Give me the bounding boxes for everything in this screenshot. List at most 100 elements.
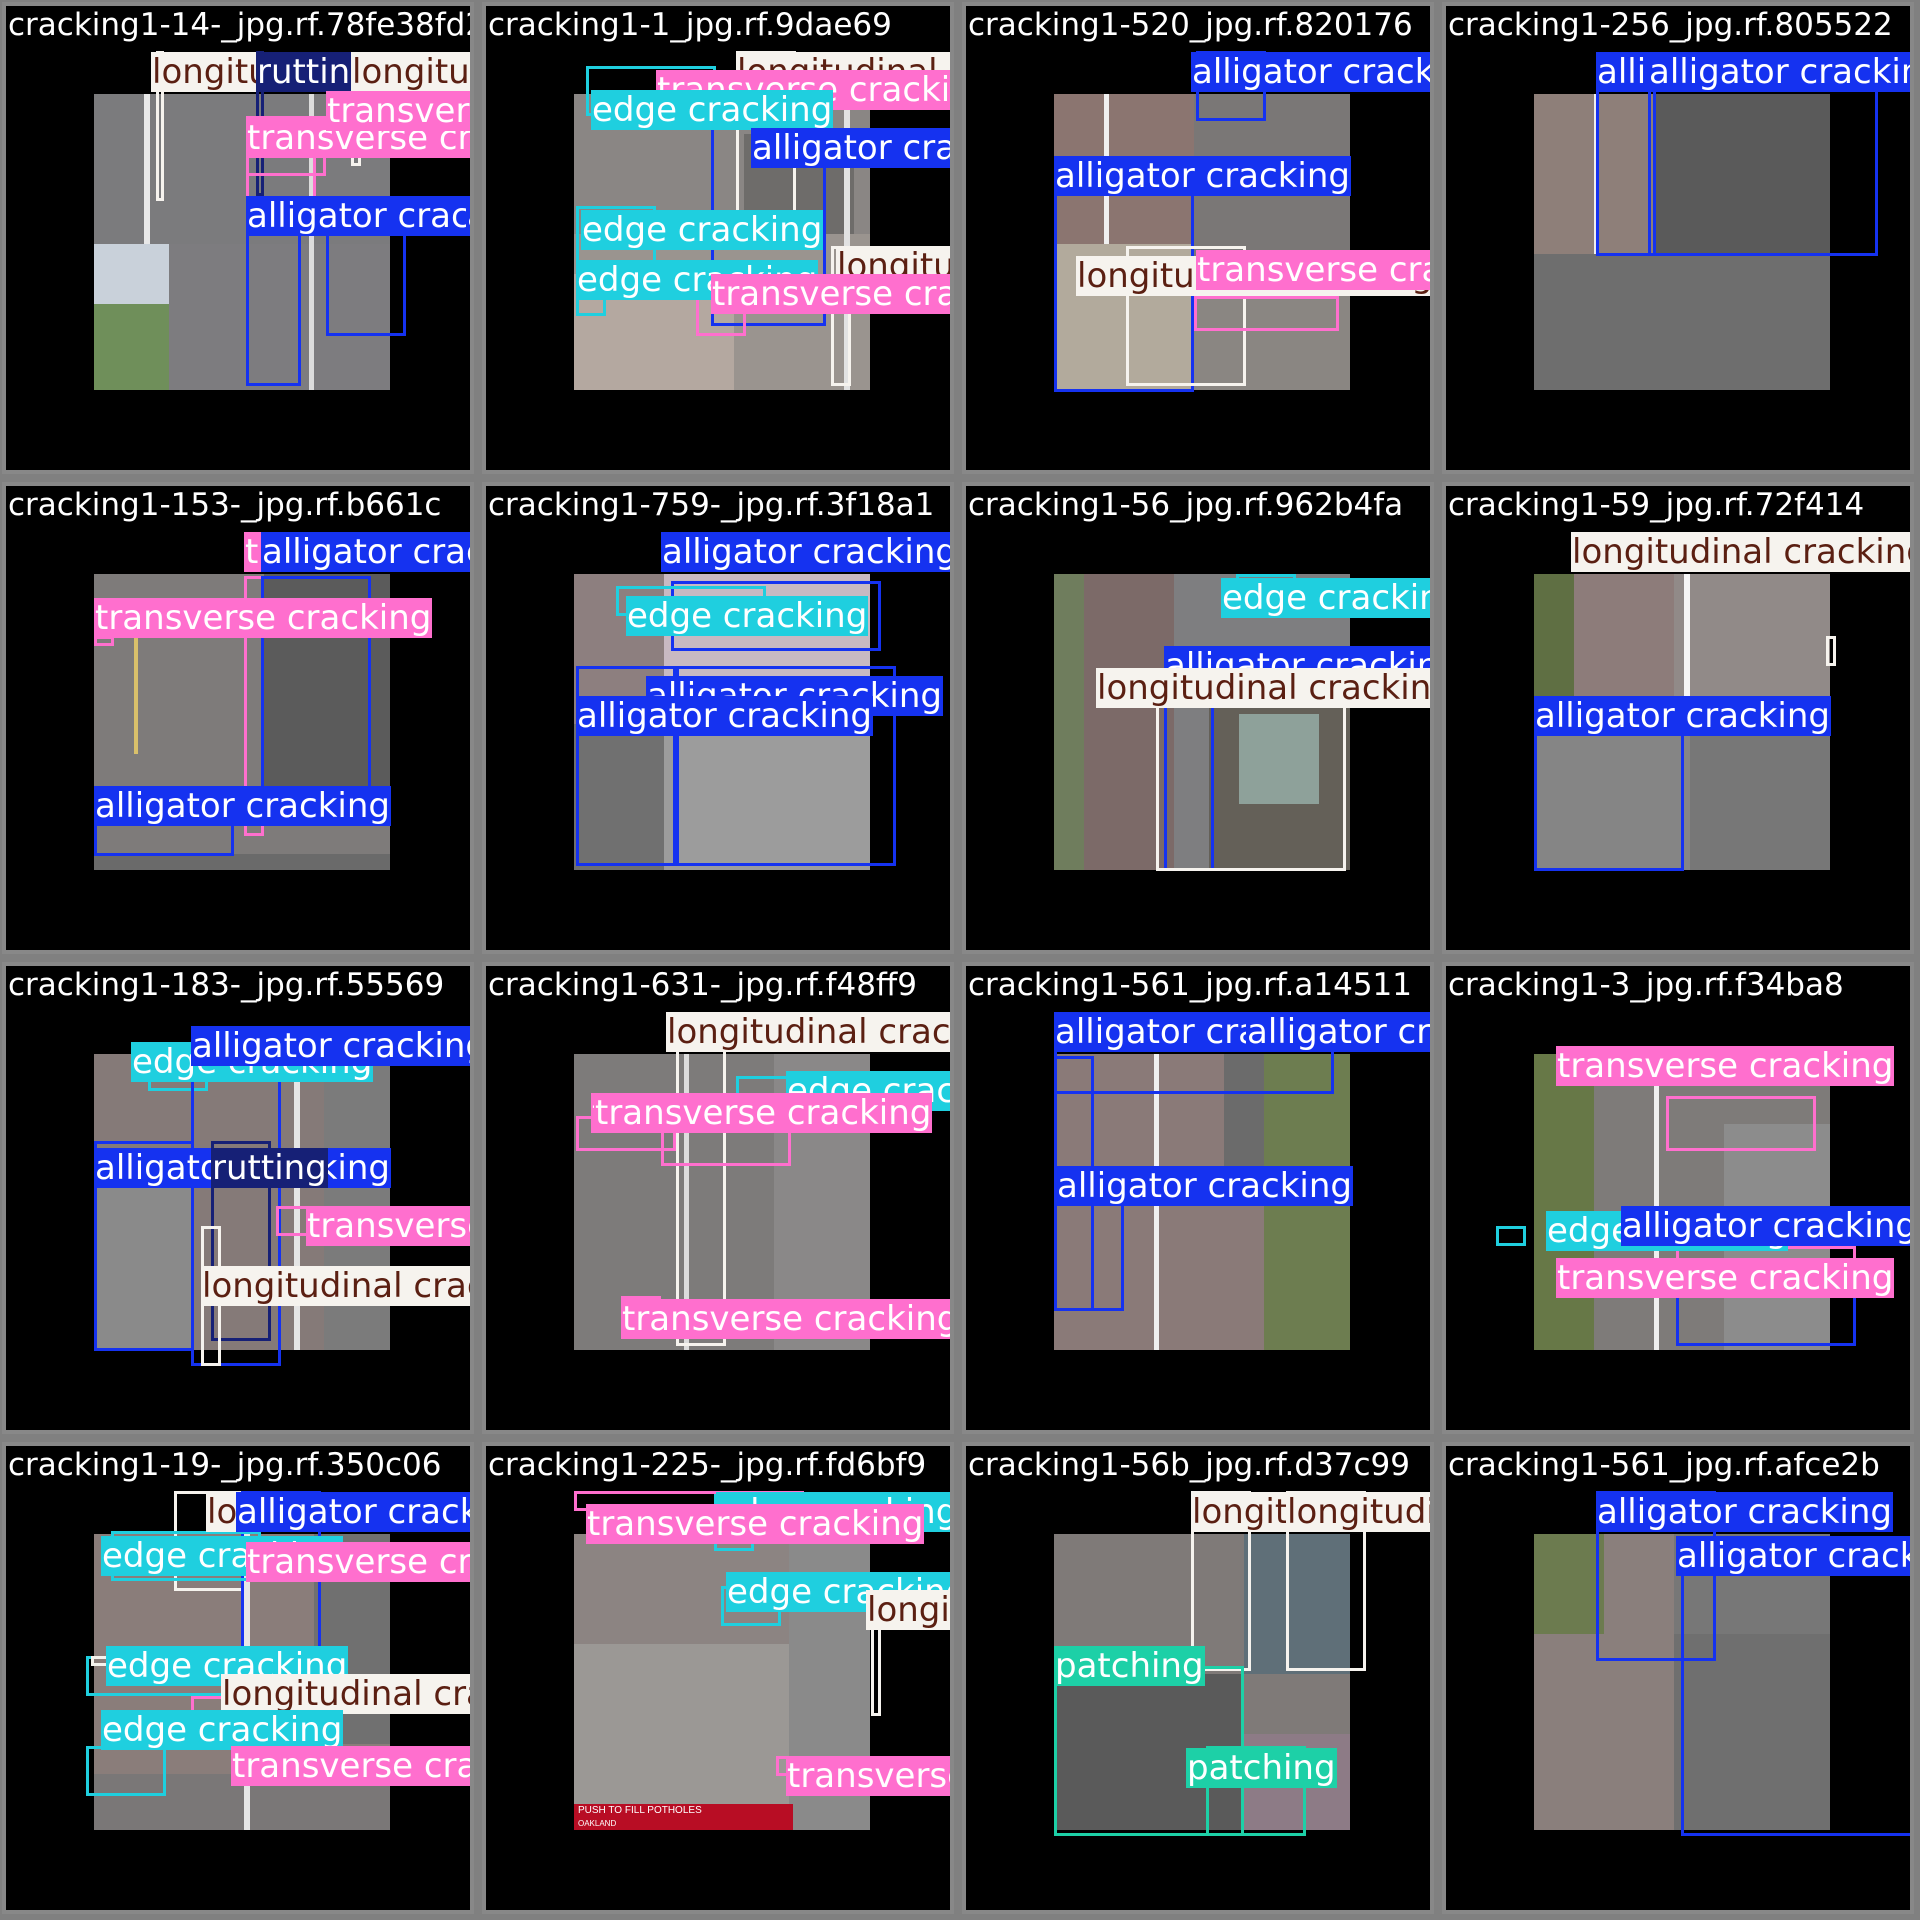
road-photo <box>1534 94 1830 390</box>
detection-label-alligator: alligator cracking <box>1054 156 1351 196</box>
photo-region <box>1534 1534 1604 1634</box>
photo-region <box>1534 254 1830 390</box>
photo-region <box>1654 1054 1659 1350</box>
photo-region <box>1194 294 1350 390</box>
detection-label-longitudinal: longitudinal cracking <box>1096 668 1430 708</box>
photo-region <box>1534 1054 1594 1350</box>
detection-label-longitudinal: longitudinal cracking <box>221 1674 470 1714</box>
mosaic-tile: longitudinal cracking alligator cracking c… <box>1442 482 1914 954</box>
road-photo <box>1054 94 1350 390</box>
tile-title: cracking1-59_jpg.rf.72f414 <box>1448 487 1865 523</box>
photo-region <box>94 244 169 304</box>
detection-box-alligator <box>1648 76 1878 256</box>
detection-label-longitudinal: longitudinal cracking <box>1571 532 1910 572</box>
detection-label-transverse: transverse cracking <box>786 1756 950 1796</box>
detection-box-alligator <box>576 666 676 866</box>
road-photo <box>1054 574 1350 870</box>
tile-title: cracking1-520_jpg.rf.820176 <box>968 7 1413 43</box>
detection-label-transverse: transverse cracking <box>231 1746 470 1786</box>
detection-box-transverse <box>1194 296 1339 331</box>
detection-box-transverse <box>1666 1096 1816 1151</box>
detection-label-alligator: alligator cracking <box>1596 1492 1893 1532</box>
detection-label-transverse: transverse cracking <box>246 1542 470 1582</box>
photo-region <box>1690 734 1830 870</box>
detection-label-alligator: alligator cracking <box>1676 1536 1910 1576</box>
detection-label-alligator: alligator cracking <box>1534 696 1831 736</box>
photo-region <box>1674 1634 1830 1830</box>
detection-label-alligator: alligator cracking <box>466 196 470 236</box>
detection-box-longitudinal <box>1826 636 1836 666</box>
tile-title: cracking1-225-_jpg.rf.fd6bf9 <box>488 1447 927 1483</box>
detection-box-longitudinal <box>1126 246 1246 386</box>
detection-label-alligator: alligator cracking <box>661 532 950 572</box>
photo-region <box>1654 94 1830 254</box>
mosaic-tile: PUSH TO FILL POTHOLESOAKLANDedge crackin… <box>482 1442 954 1914</box>
tile-title: cracking1-56_jpg.rf.962b4fa <box>968 487 1404 523</box>
tile-title: cracking1-561_jpg.rf.a14511 <box>968 967 1412 1003</box>
detection-label-patching: patching <box>1186 1748 1337 1788</box>
detection-box-longitudinal <box>1156 696 1346 871</box>
detection-box-alligator <box>1681 1536 1910 1836</box>
detection-label-transverse: transverse cracking <box>1556 1046 1895 1086</box>
detection-label-patching: patching <box>1054 1646 1205 1686</box>
detection-label-alligator: alligator cracking <box>94 786 391 826</box>
tile-title: cracking1-19-_jpg.rf.350c06 <box>8 1447 442 1483</box>
tile-title: cracking1-3_jpg.rf.f34ba8 <box>1448 967 1844 1003</box>
mosaic-tile: alligator cracking edge cracking alligator… <box>482 482 954 954</box>
detection-label-alligator: alligator cracking <box>246 196 470 236</box>
detection-box-longitudinal <box>676 1026 726 1346</box>
detection-label-transverse: transverse cracking <box>1196 250 1430 290</box>
tile-title: cracking1-14-_jpg.rf.78fe38fd2a96bd4b30 <box>8 7 470 43</box>
detection-label-longitudinal: longitudinal cracking <box>351 52 470 92</box>
detection-label-edge: edge cracking <box>1221 578 1430 618</box>
detection-label-transverse: transverse cracking <box>711 274 950 314</box>
photo-region <box>294 1054 300 1350</box>
detection-label-transverse: transverse cracking <box>326 91 470 131</box>
detection-label-edge: edge cracking <box>101 1710 344 1750</box>
photo-region <box>574 1644 789 1830</box>
photo-region <box>1534 574 1574 704</box>
detection-label-alligator: alligator cracking <box>1056 1166 1353 1206</box>
photo-region <box>574 724 664 870</box>
detection-box-edge <box>86 1746 166 1796</box>
tile-title: cracking1-56b_jpg.rf.d37c99 <box>968 1447 1410 1483</box>
detection-label-alligator: alligator cracking <box>1246 1012 1430 1052</box>
detection-box-edge <box>1496 1226 1526 1246</box>
detection-label-longitudinal: longitudinal cracking <box>666 1012 950 1052</box>
detection-label-longitudinal: longitudinal cracking <box>1286 1492 1430 1532</box>
tile-title: cracking1-183-_jpg.rf.55569 <box>8 967 445 1003</box>
detection-label-alligator: alligator cracking <box>576 696 873 736</box>
photo-region <box>309 94 314 390</box>
detection-label-alligator: alligator cracking <box>751 128 950 168</box>
photo-region <box>144 94 150 244</box>
detection-label-alligator: alligator cracking <box>1621 1206 1910 1246</box>
tile-title: cracking1-561_jpg.rf.afce2b <box>1448 1447 1880 1483</box>
tile-title: cracking1-1_jpg.rf.9dae69 <box>488 7 892 43</box>
mosaic-tile: longitudinal crackingruttinglongitudinal… <box>2 2 474 474</box>
photo-region <box>134 634 138 754</box>
detection-label-longitudinal: longitudinal cracking <box>201 1266 470 1306</box>
photo-region <box>1054 574 1084 870</box>
detection-label-edge: edge cracking <box>626 596 869 636</box>
detection-box-rutting <box>211 1141 271 1341</box>
detection-label-transverse: transverse cracking <box>94 598 433 638</box>
photo-region <box>1244 1534 1350 1674</box>
detection-label-alligator: alligator cracking <box>261 532 470 572</box>
detection-box-patching <box>1206 1746 1306 1836</box>
tile-title: cracking1-759-_jpg.rf.3f18a1 <box>488 487 935 523</box>
photo-region <box>94 854 390 870</box>
tile-title: cracking1-631-_jpg.rf.f48ff9 <box>488 967 918 1003</box>
photo-region <box>1684 574 1690 704</box>
photo-region <box>1224 1054 1264 1174</box>
